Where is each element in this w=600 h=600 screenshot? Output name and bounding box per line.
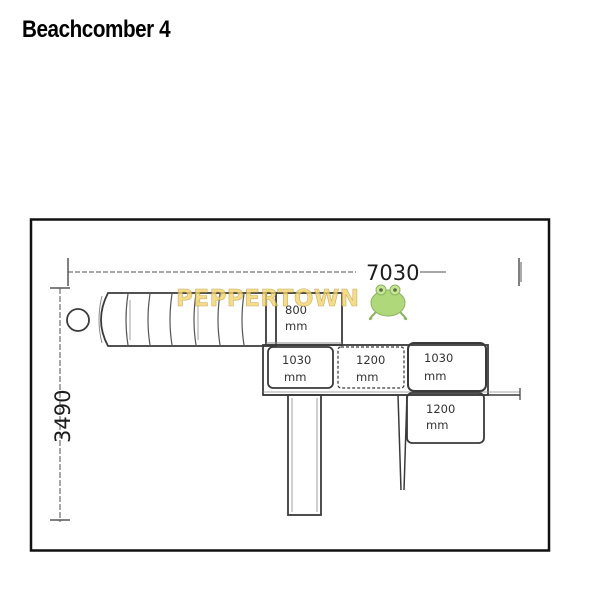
watermark: PEPPERTOWN (176, 284, 408, 321)
platform-1030-right-unit: mm (424, 369, 446, 383)
platform-1030-right-size: 1030 (424, 351, 453, 365)
platform-1200-lower: 1200 mm (406, 392, 485, 444)
crawl-tunnel (66, 292, 277, 347)
platform-1200-lower-size: 1200 (426, 402, 455, 416)
platform-1200-middle-size: 1200 (356, 353, 385, 367)
diagram-title: Beachcomber 4 (22, 16, 171, 43)
platform-1030-left-unit: mm (284, 370, 306, 384)
platform-1030-right: 1030 mm (407, 342, 487, 392)
width-dimension: 7030 (67, 258, 522, 286)
frog-logo-icon (368, 284, 408, 321)
platform-1200-middle: 1200 mm (337, 346, 405, 389)
platform-1030-left-size: 1030 (282, 353, 311, 367)
platform-1030-left: 1030 mm (267, 346, 334, 389)
watermark-text: PEPPERTOWN (176, 286, 360, 312)
climbing-ladder (397, 394, 408, 491)
depth-dimension-label: 3490 (51, 390, 75, 443)
slide (287, 394, 322, 516)
width-dimension-label: 7030 (366, 261, 419, 285)
platform-1200-middle-unit: mm (356, 370, 378, 384)
platform-800-unit: mm (285, 319, 307, 333)
frame (29, 218, 551, 552)
depth-dimension: 3490 (50, 287, 75, 522)
platform-800-size: 800 (285, 303, 307, 317)
platform-1200-lower-unit: mm (426, 418, 448, 432)
